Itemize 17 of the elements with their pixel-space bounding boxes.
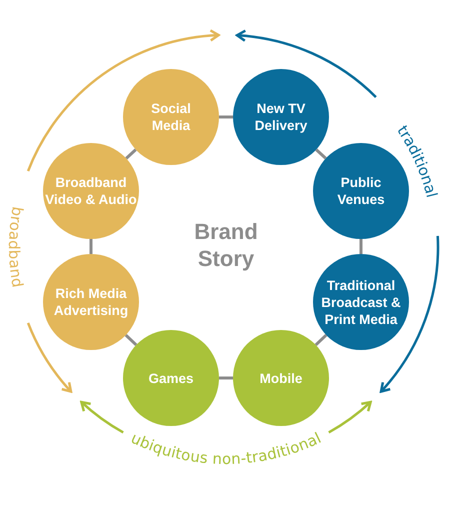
circle-label: Games (148, 370, 194, 386)
connector-line (90, 239, 92, 254)
connector-line (125, 148, 137, 160)
circle-label: Traditional Broadcast & Print Media (320, 276, 402, 328)
circle-label: New TV Delivery (254, 100, 308, 134)
connector-line (315, 148, 327, 160)
circle-label: Mobile (260, 370, 302, 386)
connector-line (219, 376, 233, 380)
connector-line (124, 334, 138, 346)
connector-line (360, 239, 362, 254)
connector-line (314, 334, 328, 346)
circle-label: Social Media (150, 100, 192, 134)
circle-label: Broadband Video & Audio (44, 174, 138, 208)
circle-label: Public Venues (336, 174, 386, 208)
connector-line (219, 116, 233, 118)
center-title: Brand Story (193, 218, 259, 272)
circle-label: Rich Media Advertising (52, 285, 130, 319)
